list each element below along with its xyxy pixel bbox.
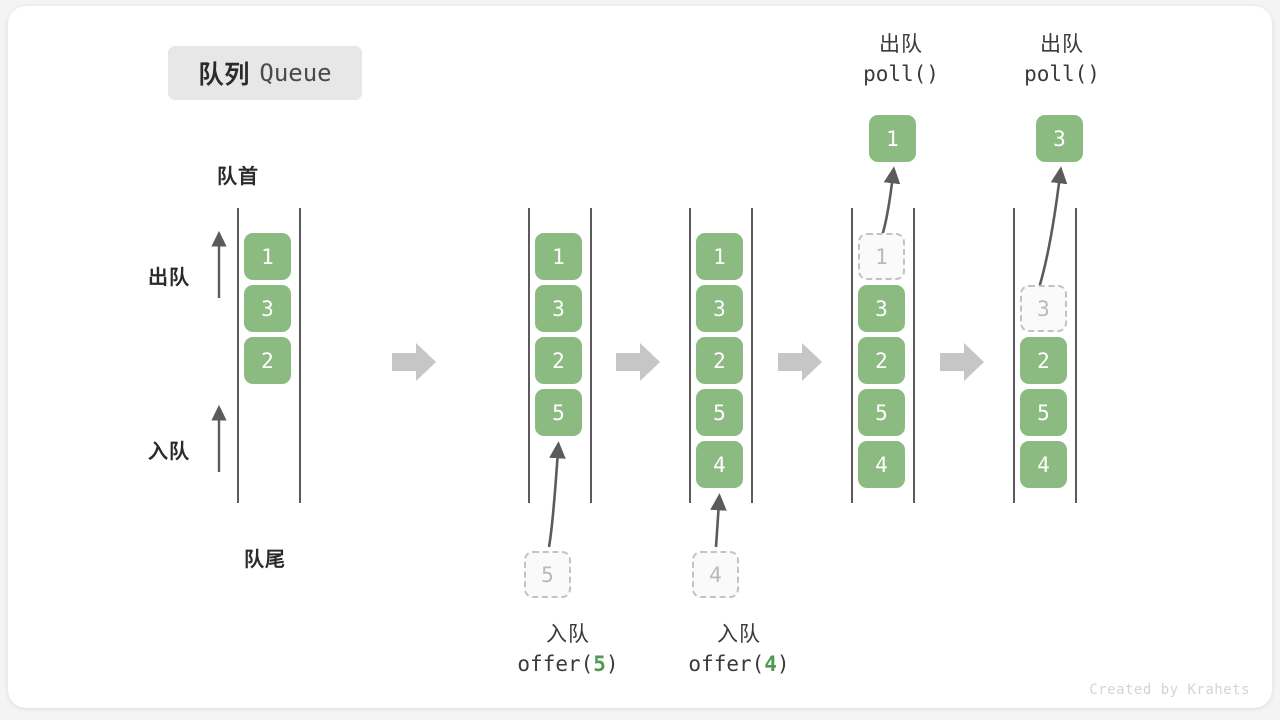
incoming-element: 4 <box>692 551 739 598</box>
queue-cell: 3 <box>535 285 582 332</box>
queue-cell: 4 <box>696 441 743 488</box>
dequeue-direction-label: 出队 <box>148 267 190 289</box>
title-label-en: Queue <box>259 59 332 87</box>
queue-cell: 2 <box>535 337 582 384</box>
rail-left-col1 <box>237 208 239 503</box>
incoming-element: 5 <box>524 551 571 598</box>
rail-right-col3 <box>751 208 753 503</box>
outgoing-element: 3 <box>1036 115 1083 162</box>
queue-cell: 2 <box>858 337 905 384</box>
queue-cell: 5 <box>696 389 743 436</box>
queue-cell: 5 <box>858 389 905 436</box>
queue-cell: 2 <box>244 337 291 384</box>
dequeue-arrow-icon <box>880 166 901 237</box>
queue-cell: 1 <box>244 233 291 280</box>
caption-cn: 入队 <box>545 623 590 646</box>
dequeue-direction-arrow-icon <box>211 230 227 298</box>
enqueue-arrow-icon <box>710 493 727 548</box>
queue-cell: 3 <box>696 285 743 332</box>
rail-right-col5 <box>1075 208 1077 503</box>
queue-cell: 3 <box>244 285 291 332</box>
step-arrow-icon <box>778 343 822 381</box>
queue-cell-removed: 1 <box>858 233 905 280</box>
rail-left-col5 <box>1013 208 1015 503</box>
rail-right-col1 <box>299 208 301 503</box>
enqueue-direction-label: 入队 <box>148 441 190 463</box>
dequeue-arrow-icon <box>1037 166 1068 289</box>
title-badge: 队列 Queue <box>168 46 362 100</box>
queue-cell-removed: 3 <box>1020 285 1067 332</box>
rail-right-col2 <box>590 208 592 503</box>
rail-left-col2 <box>528 208 530 503</box>
queue-cell: 1 <box>696 233 743 280</box>
caption-code: poll() <box>863 61 939 86</box>
step-arrow-icon <box>616 343 660 381</box>
caption-cn: 入队 <box>716 623 761 646</box>
enqueue-direction-arrow-icon <box>211 404 227 472</box>
caption-offer-5: 入队 offer(5) <box>517 620 618 680</box>
rail-left-col4 <box>851 208 853 503</box>
footer-credit: Created by Krahets <box>1089 682 1250 698</box>
caption-cn: 出队 <box>1039 33 1084 56</box>
step-arrow-icon <box>940 343 984 381</box>
queue-cell: 1 <box>535 233 582 280</box>
queue-cell: 4 <box>1020 441 1067 488</box>
title-label-cn: 队列 <box>198 61 251 89</box>
rail-left-col3 <box>689 208 691 503</box>
caption-code: poll() <box>1024 61 1100 86</box>
front-label: 队首 <box>217 166 259 188</box>
queue-cell: 5 <box>535 389 582 436</box>
caption-poll-3: 出队 poll() <box>1024 30 1100 90</box>
caption-code: offer(4) <box>688 651 790 676</box>
caption-code: offer(5) <box>517 651 619 676</box>
caption-offer-4: 入队 offer(4) <box>688 620 789 680</box>
step-arrow-icon <box>392 343 436 381</box>
rail-right-col4 <box>913 208 915 503</box>
queue-cell: 2 <box>696 337 743 384</box>
outgoing-element: 1 <box>869 115 916 162</box>
queue-cell: 4 <box>858 441 905 488</box>
queue-cell: 3 <box>858 285 905 332</box>
queue-cell: 5 <box>1020 389 1067 436</box>
caption-cn: 出队 <box>878 33 923 56</box>
queue-cell: 2 <box>1020 337 1067 384</box>
caption-poll-1: 出队 poll() <box>863 30 939 90</box>
enqueue-arrow-icon <box>547 441 566 548</box>
rear-label: 队尾 <box>244 549 286 571</box>
